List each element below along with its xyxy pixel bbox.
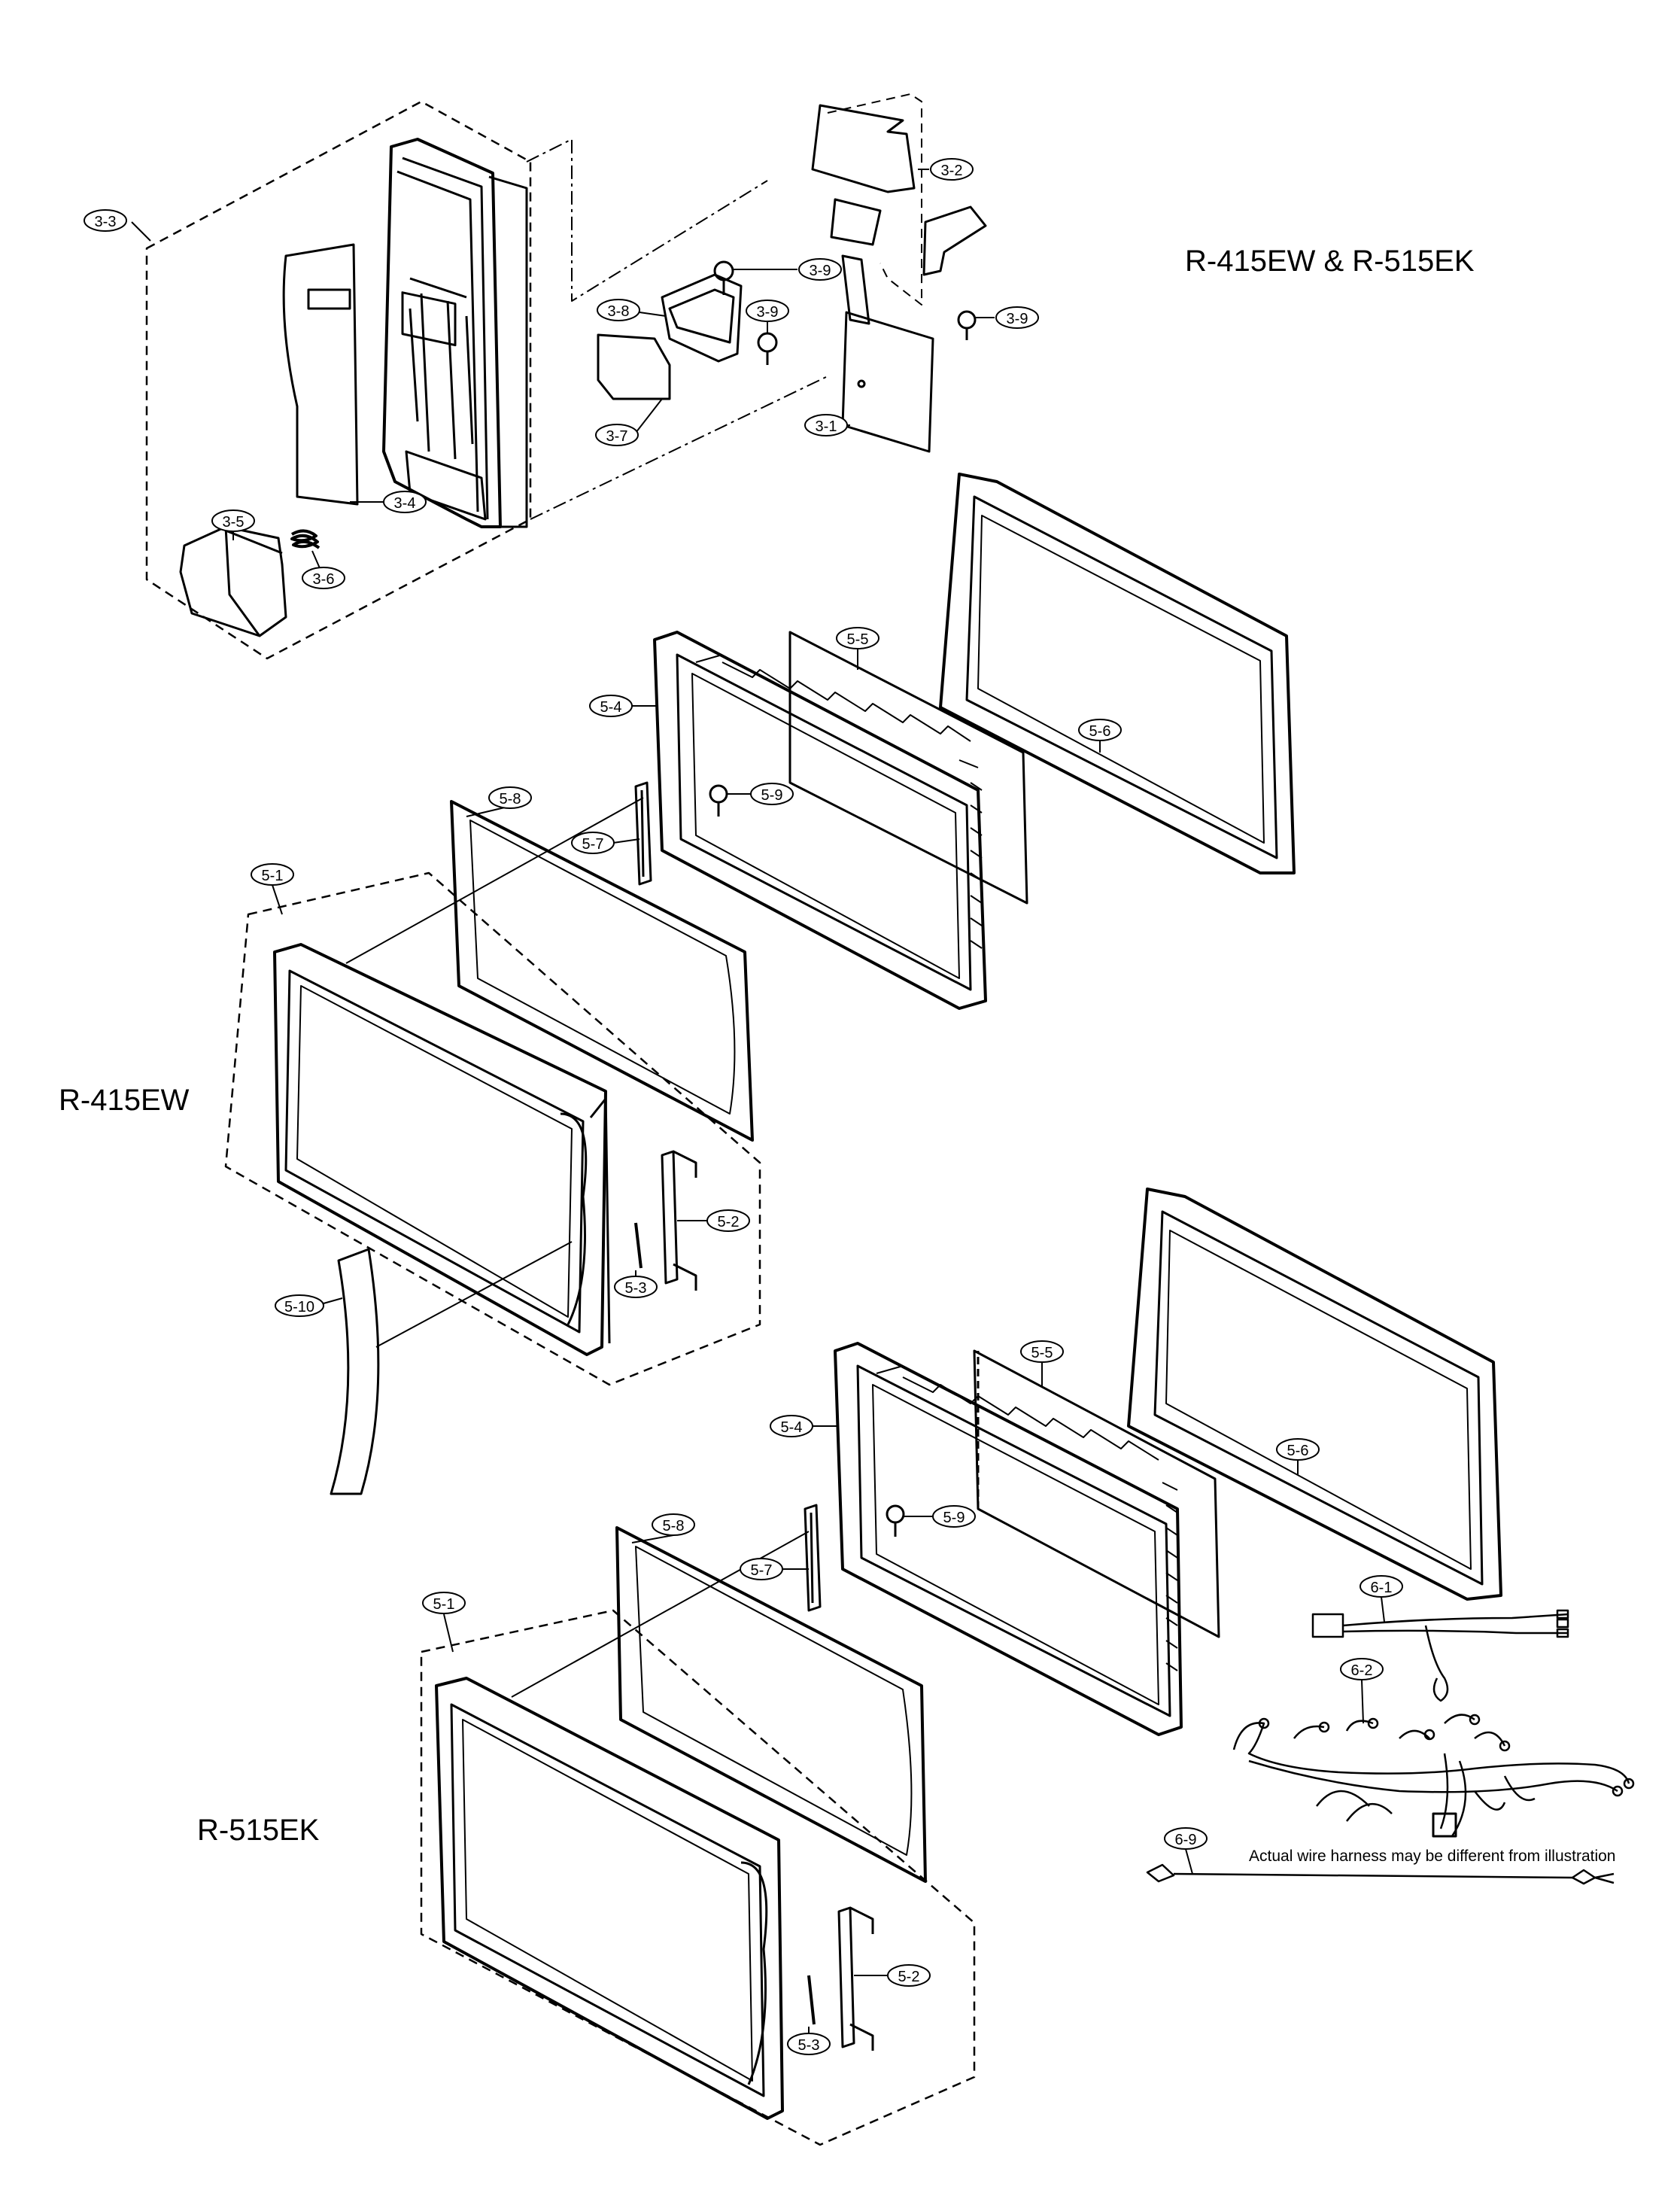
callout-5-1-a: 5-1	[251, 863, 294, 915]
callout-3-4: 3-4	[350, 491, 427, 513]
svg-text:5-4: 5-4	[600, 699, 622, 716]
svg-text:3-1: 3-1	[816, 418, 837, 435]
svg-text:5-2: 5-2	[718, 1214, 740, 1230]
svg-text:5-5: 5-5	[1031, 1345, 1053, 1361]
harness-note: Actual wire harness may be different fro…	[1249, 1848, 1616, 1865]
svg-text:5-7: 5-7	[751, 1562, 773, 1579]
svg-text:3-9: 3-9	[1007, 311, 1028, 327]
callout-5-2-a: 5-2	[677, 1209, 750, 1232]
model-b-label: R-515EK	[197, 1814, 320, 1847]
callout-6-2: 6-2	[1340, 1658, 1384, 1724]
callout-5-9-a: 5-9	[728, 783, 794, 805]
callout-5-7-a: 5-7	[571, 832, 640, 854]
svg-text:5-1: 5-1	[433, 1596, 455, 1613]
callout-5-4-a: 5-4	[589, 695, 658, 717]
callout-5-5-a: 5-5	[836, 627, 879, 670]
callout-5-8-b: 5-8	[631, 1513, 695, 1543]
callout-3-1: 3-1	[804, 414, 850, 436]
callout-3-9-a: 3-9	[734, 258, 842, 281]
callout-5-7-b: 5-7	[740, 1558, 809, 1580]
callout-5-3-b: 5-3	[787, 2027, 831, 2055]
svg-text:3-9: 3-9	[810, 263, 831, 279]
callout-5-9-b: 5-9	[904, 1505, 976, 1528]
svg-text:6-9: 6-9	[1175, 1832, 1197, 1848]
svg-text:5-1: 5-1	[262, 868, 284, 884]
callout-5-2-b: 5-2	[854, 1964, 931, 1987]
svg-text:3-8: 3-8	[608, 303, 630, 320]
door-assembly-r415ew	[224, 473, 1296, 1495]
svg-text:5-5: 5-5	[847, 631, 869, 648]
callout-3-8: 3-8	[597, 299, 667, 321]
callout-5-6-b: 5-6	[1276, 1438, 1320, 1475]
header-models-label: R-415EW & R-515EK	[1185, 245, 1475, 278]
door-assembly-r515ek	[420, 1188, 1502, 2146]
svg-text:5-9: 5-9	[943, 1510, 965, 1526]
callout-5-5-b: 5-5	[1020, 1340, 1064, 1386]
callout-6-1: 6-1	[1359, 1575, 1403, 1623]
callout-3-9-b: 3-9	[746, 300, 789, 333]
callout-5-10: 5-10	[275, 1294, 343, 1317]
svg-text:6-2: 6-2	[1351, 1662, 1373, 1679]
svg-text:3-9: 3-9	[757, 304, 779, 321]
callout-5-6-a: 5-6	[1078, 719, 1122, 753]
svg-text:5-6: 5-6	[1287, 1443, 1309, 1459]
svg-text:5-10: 5-10	[284, 1299, 314, 1315]
callout-5-1-b: 5-1	[422, 1592, 466, 1653]
wire-harness-group	[1146, 1609, 1635, 1885]
callout-3-5: 3-5	[211, 509, 255, 540]
svg-text:3-7: 3-7	[606, 428, 628, 445]
callout-3-9-c: 3-9	[976, 306, 1039, 329]
callout-3-6: 3-6	[302, 550, 345, 589]
callout-3-3: 3-3	[84, 209, 151, 242]
svg-text:3-3: 3-3	[95, 214, 117, 230]
svg-text:5-8: 5-8	[663, 1518, 685, 1534]
svg-text:3-4: 3-4	[394, 495, 416, 512]
model-a-label: R-415EW	[59, 1084, 190, 1117]
svg-text:5-6: 5-6	[1089, 723, 1111, 740]
svg-text:3-2: 3-2	[941, 163, 963, 179]
callout-5-4-b: 5-4	[770, 1415, 839, 1437]
svg-text:5-4: 5-4	[781, 1419, 803, 1436]
svg-text:5-7: 5-7	[582, 836, 604, 853]
svg-text:3-5: 3-5	[223, 514, 245, 531]
svg-text:5-2: 5-2	[898, 1969, 920, 1985]
control-panel-assembly	[145, 93, 987, 660]
callout-5-8-a: 5-8	[466, 786, 532, 817]
svg-text:3-6: 3-6	[313, 571, 335, 588]
svg-text:5-3: 5-3	[625, 1280, 647, 1297]
svg-text:5-3: 5-3	[798, 2037, 820, 2054]
svg-text:5-8: 5-8	[500, 791, 521, 807]
svg-text:5-9: 5-9	[761, 787, 783, 804]
callout-3-7: 3-7	[595, 398, 663, 446]
callout-6-9: 6-9	[1164, 1827, 1208, 1875]
callout-3-2: 3-2	[918, 158, 974, 181]
svg-text:6-1: 6-1	[1371, 1580, 1393, 1596]
callout-5-3-a: 5-3	[614, 1270, 658, 1298]
